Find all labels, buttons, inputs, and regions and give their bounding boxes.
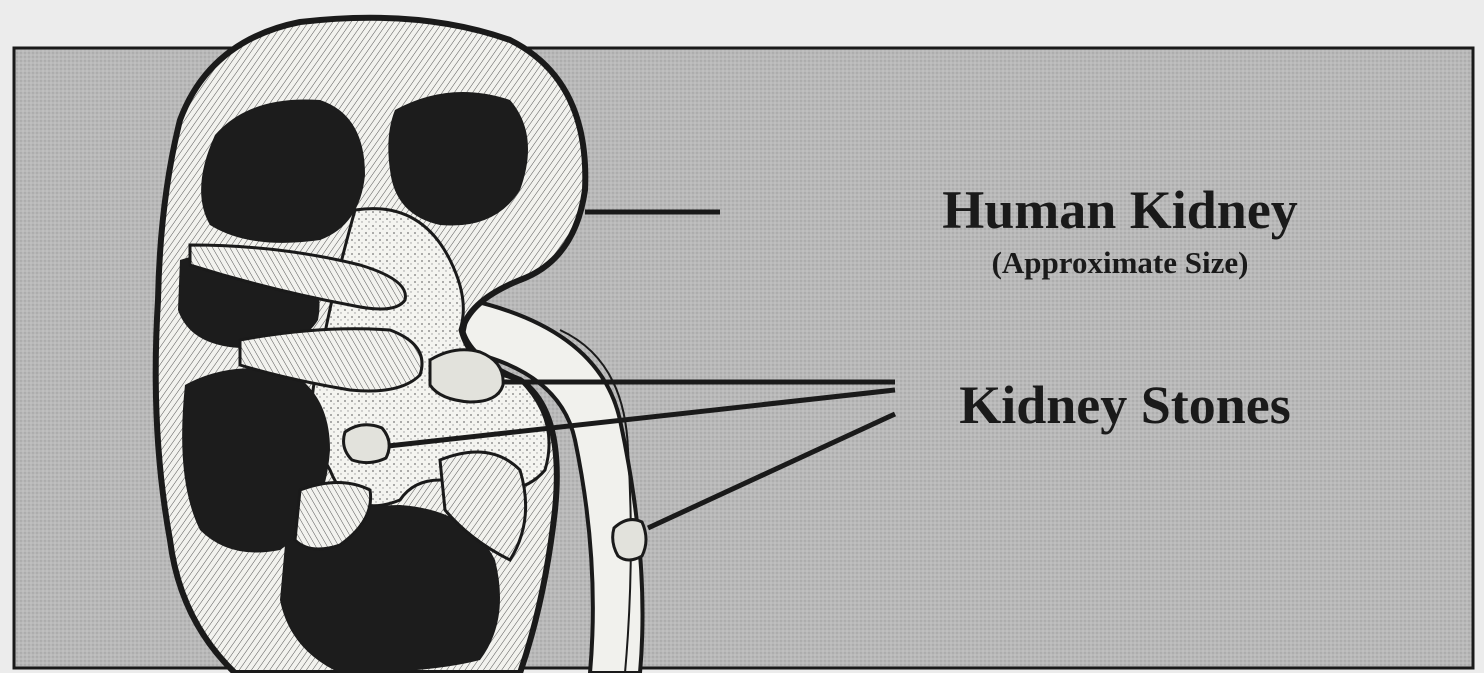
kidney-title: Human Kidney: [900, 180, 1340, 240]
kidney-stone: [430, 350, 503, 402]
kidney-subtitle: (Approximate Size): [900, 246, 1340, 280]
kidney-stones-label: Kidney Stones: [905, 375, 1345, 435]
kidney-stone: [344, 425, 390, 463]
kidney-stone: [613, 520, 646, 560]
pyramid: [388, 92, 528, 226]
